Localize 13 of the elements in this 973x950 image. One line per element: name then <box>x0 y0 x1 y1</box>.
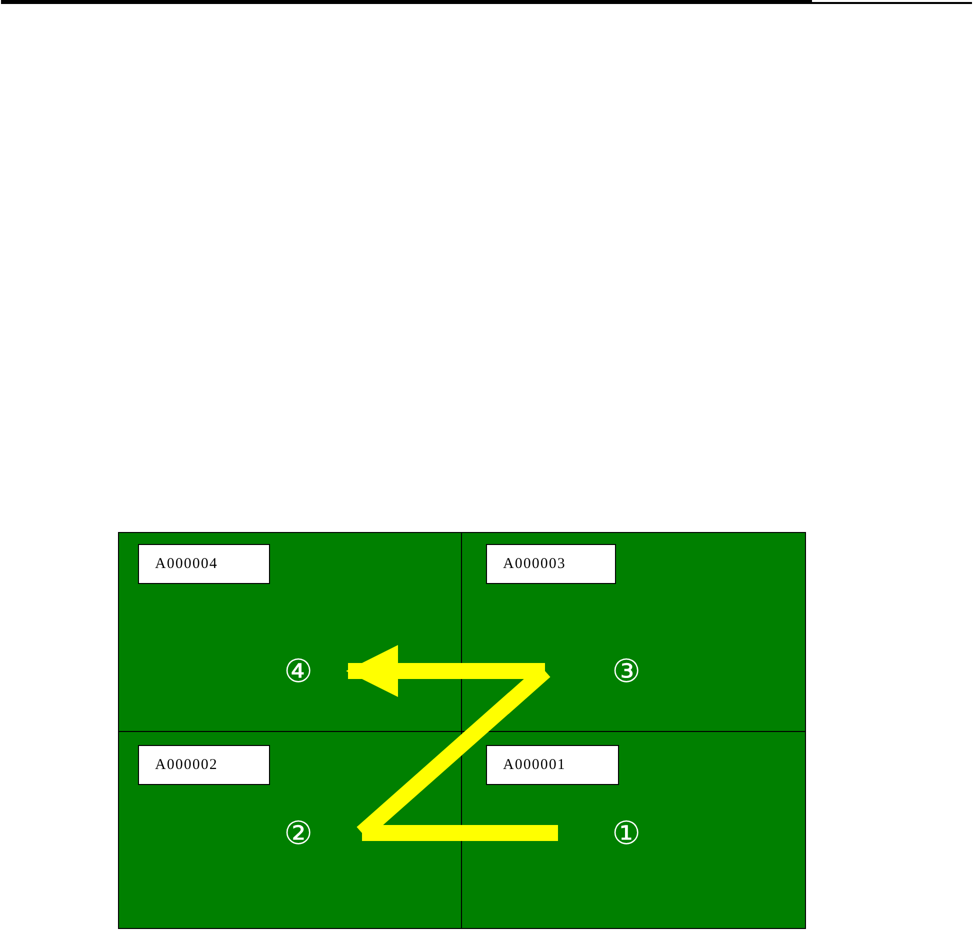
panel <box>461 532 806 732</box>
id-label: A000002 <box>138 745 270 785</box>
step-number: ② <box>284 813 313 853</box>
panel <box>118 731 462 929</box>
id-label: A000004 <box>138 544 270 584</box>
id-label: A000001 <box>486 745 619 785</box>
step-number: ④ <box>284 651 313 691</box>
arrow <box>346 645 545 697</box>
panel <box>118 532 462 732</box>
step-number: ① <box>612 813 641 853</box>
panel <box>461 731 806 929</box>
id-label: A000003 <box>486 544 616 584</box>
step-number: ③ <box>612 651 641 691</box>
